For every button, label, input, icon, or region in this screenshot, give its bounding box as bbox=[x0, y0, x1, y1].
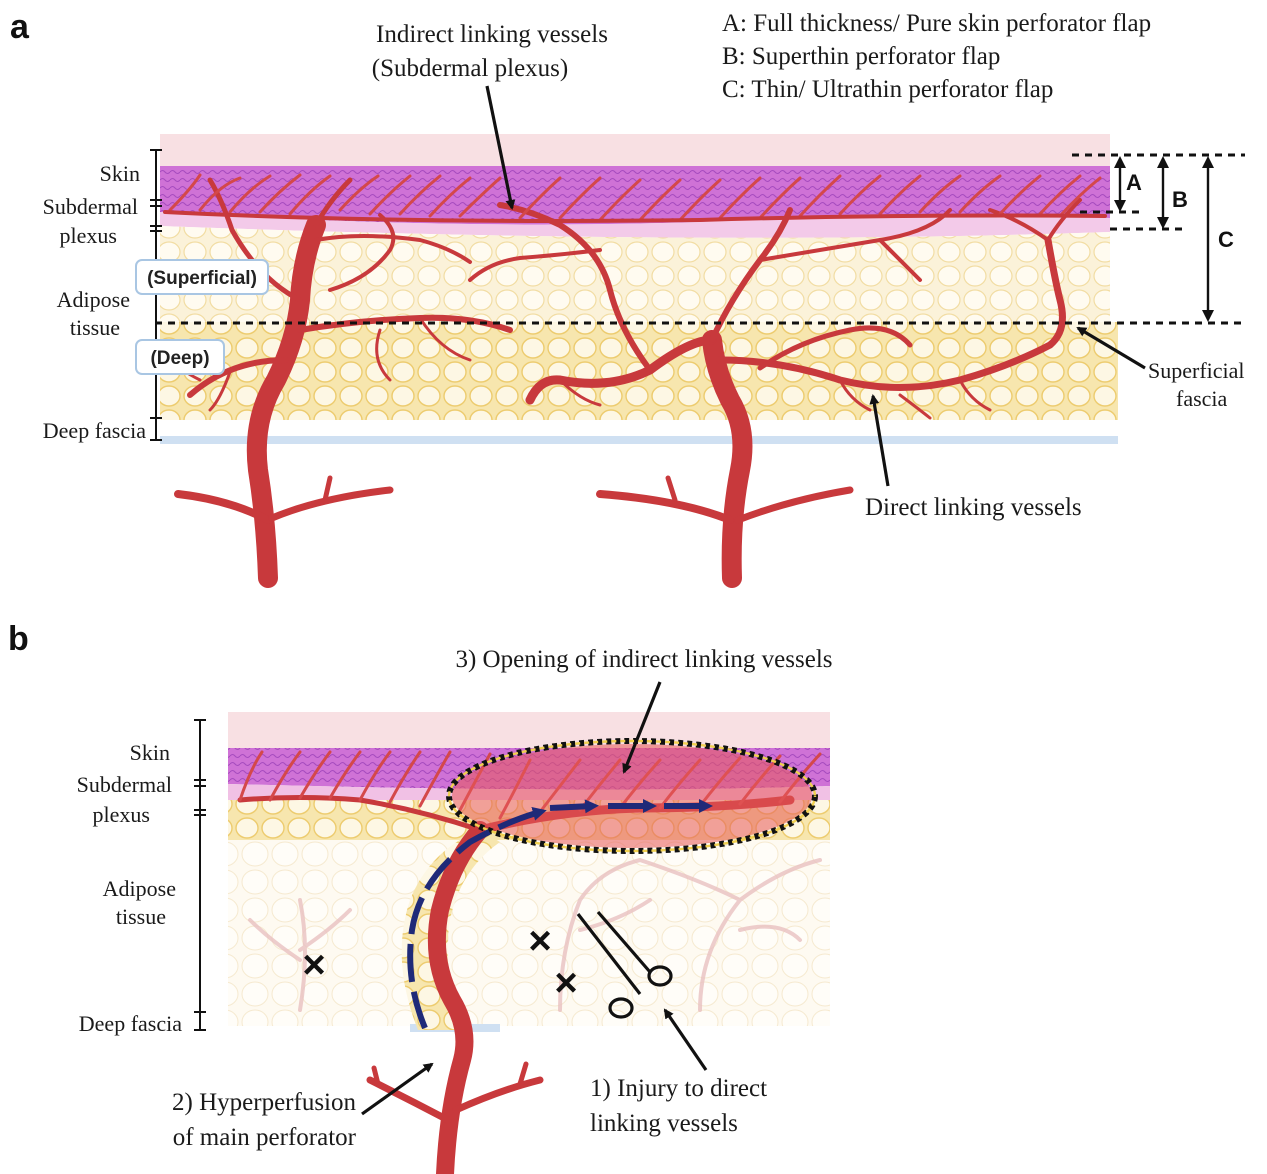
label-plexus: plexus bbox=[60, 223, 117, 248]
panel-b-title: 3) Opening of indirect linking vessels bbox=[455, 646, 832, 673]
deep-fascia-layer bbox=[160, 436, 1118, 444]
deep-badge-text: (Deep) bbox=[150, 348, 209, 369]
panel-b-letter: b bbox=[8, 620, 29, 658]
right-source-branch-2 bbox=[738, 490, 850, 520]
panel-b: b 3) Opening of indirect linking vessels bbox=[8, 620, 833, 1174]
hyperperfusion-label-1: 2) Hyperperfusion bbox=[172, 1089, 356, 1116]
marker-a-label: A bbox=[1126, 170, 1142, 195]
indirect-label-2: (Subdermal plexus) bbox=[372, 55, 568, 82]
right-source-twig bbox=[668, 478, 675, 500]
panel-b-layer-bracket bbox=[194, 720, 206, 1030]
injury-label-1: 1) Injury to direct bbox=[590, 1075, 767, 1102]
injury-callout: 1) Injury to direct linking vessels bbox=[590, 1010, 767, 1137]
superficial-badge: (Superficial) bbox=[136, 260, 268, 294]
panel-b-layer-labels: Skin Subdermal plexus Adipose tissue Dee… bbox=[77, 740, 183, 1036]
cross-mark-1: × bbox=[302, 943, 325, 987]
loose-areolar-gap bbox=[160, 420, 1118, 436]
b-label-adipose: Adipose bbox=[103, 876, 176, 901]
flap-type-legend: A: Full thickness/ Pure skin perforator … bbox=[722, 10, 1151, 103]
superficial-fascia-label-1: Superficial bbox=[1148, 358, 1245, 383]
b-label-tissue: tissue bbox=[116, 904, 166, 929]
marker-c-label: C bbox=[1218, 227, 1234, 252]
legend-b: B: Superthin perforator flap bbox=[722, 43, 1000, 70]
direct-label: Direct linking vessels bbox=[865, 494, 1082, 521]
injury-label-2: linking vessels bbox=[590, 1110, 738, 1137]
marker-b-label: B bbox=[1172, 187, 1188, 212]
b-label-skin: Skin bbox=[130, 740, 170, 765]
label-adipose: Adipose bbox=[57, 287, 130, 312]
b-label-deep-fascia: Deep fascia bbox=[79, 1011, 182, 1036]
cross-mark-3: × bbox=[554, 961, 577, 1005]
legend-a: A: Full thickness/ Pure skin perforator … bbox=[722, 10, 1151, 37]
b-label-subdermal: Subdermal bbox=[77, 772, 172, 797]
label-subdermal: Subdermal bbox=[43, 194, 138, 219]
panel-a-layer-labels: Skin Subdermal plexus Adipose tissue Dee… bbox=[43, 161, 147, 443]
panel-a: a bbox=[10, 8, 1245, 578]
superficial-fascia-label-2: fascia bbox=[1176, 386, 1228, 411]
label-deep-fascia: Deep fascia bbox=[43, 418, 146, 443]
label-skin: Skin bbox=[100, 161, 140, 186]
b-epidermis bbox=[228, 712, 830, 748]
label-tissue: tissue bbox=[70, 315, 120, 340]
b-label-plexus: plexus bbox=[93, 802, 150, 827]
b-source-branch-right bbox=[456, 1080, 540, 1110]
superficial-badge-text: (Superficial) bbox=[147, 268, 257, 289]
panel-a-letter: a bbox=[10, 8, 30, 46]
hyperperfusion-label-2: of main perforator bbox=[173, 1124, 357, 1151]
right-source-branch-1 bbox=[600, 494, 730, 520]
opened-indirect-vessels-region bbox=[452, 744, 812, 848]
hyperperfusion-callout: 2) Hyperperfusion of main perforator bbox=[172, 1064, 432, 1151]
epidermis-layer bbox=[160, 134, 1110, 166]
left-source-branch-2 bbox=[272, 490, 390, 518]
legend-c: C: Thin/ Ultrathin perforator flap bbox=[722, 76, 1053, 103]
indirect-label-1: Indirect linking vessels bbox=[376, 21, 608, 48]
deep-badge: (Deep) bbox=[136, 340, 224, 374]
cross-mark-2: × bbox=[528, 919, 551, 963]
flow-arrow-1 bbox=[550, 806, 592, 808]
